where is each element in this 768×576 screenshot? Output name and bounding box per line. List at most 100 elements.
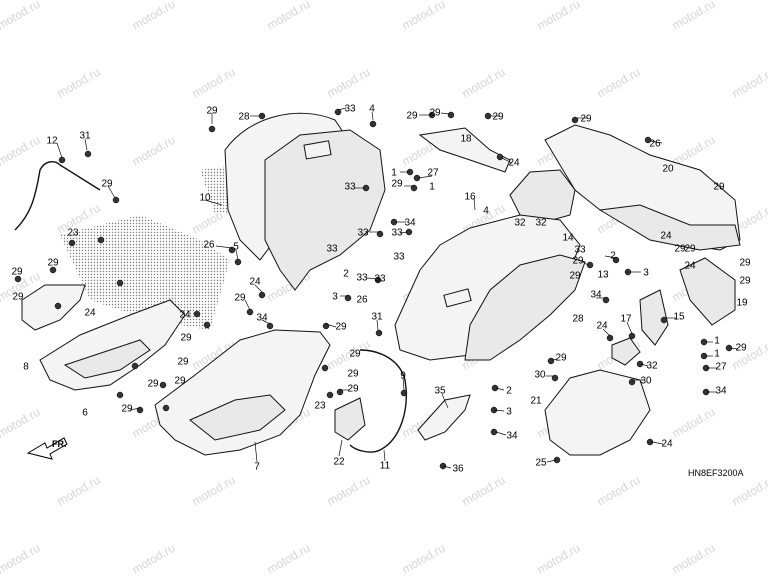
callout-c6: 29	[429, 108, 441, 119]
callout-c100: 25	[535, 458, 547, 469]
callout-c78: 29	[555, 353, 567, 364]
callout-c99: 24	[661, 439, 673, 450]
callout-c77: 32	[646, 361, 658, 372]
footboard-7-tread	[189, 394, 286, 441]
fastener-bolt	[322, 322, 330, 330]
leader-line	[107, 185, 116, 199]
watermark-text: motod.ru	[55, 65, 103, 101]
callout-c38: 29	[572, 256, 584, 267]
fastener-bolt	[660, 316, 668, 324]
leader-line	[546, 459, 557, 463]
fastener-bolt	[586, 261, 594, 269]
leader-line	[604, 255, 618, 259]
watermark-text: motod.ru	[730, 473, 768, 509]
watermark-text: motod.ru	[325, 65, 373, 101]
rod-10	[14, 161, 101, 231]
leader-line	[495, 387, 505, 391]
watermark-text: motod.ru	[730, 65, 768, 101]
callout-c11: 20	[662, 164, 674, 175]
watermark-text: motod.ru	[130, 541, 178, 576]
callout-c56: 24	[84, 308, 96, 319]
fastener-bolt	[49, 266, 57, 274]
callout-c50: 33	[356, 273, 368, 284]
leader-line	[371, 111, 374, 121]
rear-fender-13	[394, 214, 581, 361]
fastener-bolt	[258, 291, 266, 299]
fastener-bolt	[266, 322, 274, 330]
watermark-text: motod.ru	[460, 473, 508, 509]
fastener-bolt	[334, 108, 342, 116]
callout-c32: 32	[514, 218, 526, 229]
leader-line	[254, 441, 258, 463]
callout-c61: 29	[11, 267, 23, 278]
fastener-bolt	[84, 150, 92, 158]
fastener-bolt	[136, 406, 144, 414]
callout-c42: 3	[643, 268, 649, 279]
callout-c21: 29	[391, 179, 403, 190]
callout-c41: 2	[610, 251, 616, 262]
watermark-text: motod.ru	[460, 65, 508, 101]
watermark-text: motod.ru	[400, 0, 448, 33]
fastener-bolt	[54, 302, 62, 310]
watermark-text: motod.ru	[595, 65, 643, 101]
fastener-bolt	[376, 230, 384, 238]
leader-line	[235, 249, 239, 261]
callout-c31: 14	[562, 233, 574, 244]
leader-line	[441, 393, 449, 409]
fastener-bolt	[116, 391, 124, 399]
leader-line	[325, 323, 337, 328]
watermark-text: motod.ru	[400, 541, 448, 576]
callout-c16: 1	[391, 168, 397, 179]
callout-c95: 7	[254, 462, 260, 473]
panel-22	[334, 397, 366, 441]
watermark-text: motod.ru	[265, 0, 313, 33]
callout-c46: 29	[674, 244, 686, 255]
watermark-text: motod.ru	[190, 65, 238, 101]
fastener-bolt	[636, 360, 644, 368]
callout-c23: 34	[404, 218, 416, 229]
callout-c25: 32	[535, 218, 547, 229]
callout-c65: 8	[23, 362, 29, 373]
callout-c87: 29	[347, 384, 359, 395]
callout-c44: 33	[574, 245, 586, 256]
callout-c34: 5	[233, 242, 239, 253]
fastener-bolt	[410, 184, 418, 192]
callout-c89: 2	[506, 386, 512, 397]
rear-fender-20-flap	[598, 204, 741, 251]
callout-c27: 23	[67, 228, 79, 239]
fastener-bolt	[447, 111, 455, 119]
front-arrow: FR.	[26, 437, 68, 460]
fastener-bolt	[612, 256, 620, 264]
fastener-bolt	[606, 334, 614, 342]
callout-c57: 34	[256, 313, 268, 324]
fastener-bolt	[551, 374, 559, 382]
callout-c39: 29	[569, 271, 581, 282]
leader-line	[551, 358, 558, 361]
fastener-bolt	[321, 364, 329, 372]
callout-c70: 24	[179, 310, 191, 321]
leader-line	[399, 231, 409, 234]
leader-line	[56, 142, 63, 159]
fastener-bolt	[344, 294, 352, 302]
callout-c17: 24	[508, 158, 520, 169]
callout-c67: 29	[12, 292, 24, 303]
leader-line	[473, 197, 476, 211]
callout-c37: 2	[343, 269, 349, 280]
leader-line	[501, 157, 513, 164]
callout-c33: 26	[203, 240, 215, 251]
callout-c20: 16	[464, 192, 476, 203]
callout-c92: 3	[506, 407, 512, 418]
callout-c28: 33	[391, 228, 403, 239]
hatched-area-middle	[60, 215, 230, 330]
fastener-bolt	[162, 404, 170, 412]
callout-c60: 29	[47, 258, 59, 269]
fastener-bolt	[203, 321, 211, 329]
watermark-text: motod.ru	[535, 0, 583, 33]
fastener-bolt	[374, 276, 382, 284]
callout-c86: 29	[121, 404, 133, 415]
callout-c55: 29	[234, 293, 246, 304]
callout-c40: 24	[249, 277, 261, 288]
leader-line	[442, 465, 452, 469]
